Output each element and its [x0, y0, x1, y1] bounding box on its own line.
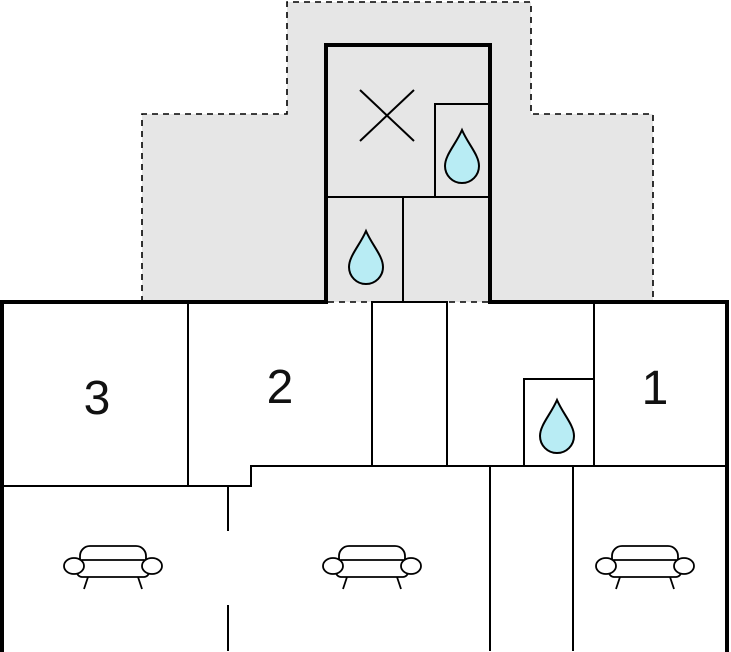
- terrace-area: [141, 1, 654, 303]
- room-number-2: 2: [267, 361, 294, 414]
- sofa-icon: [595, 545, 695, 590]
- cross-icon: [359, 89, 415, 142]
- interior-walls: [1, 103, 728, 651]
- sofa-icon: [63, 545, 163, 590]
- room-number-1: 1: [642, 362, 669, 415]
- room-number-3: 3: [84, 372, 111, 425]
- sofa-icon: [322, 545, 422, 590]
- water-drop-icon: [539, 399, 575, 454]
